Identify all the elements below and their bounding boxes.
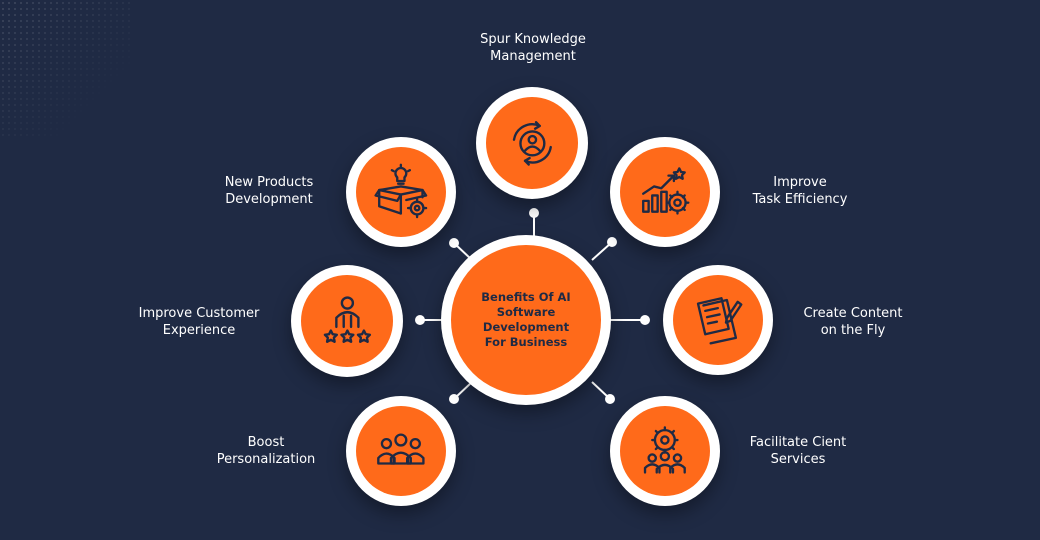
connector-dot-right: [640, 315, 650, 325]
document-pen-icon: [696, 297, 743, 345]
benefit-node-personalization: [346, 396, 456, 506]
connector-dot-top: [529, 208, 539, 218]
benefit-label-efficiency: Improve Task Efficiency: [752, 175, 848, 207]
benefit-node-knowledge: [476, 87, 588, 199]
connector-bottom-right: [591, 381, 610, 399]
benefit-label-customer: Improve Customer Experience: [138, 306, 260, 338]
benefit-node-products: [346, 137, 456, 247]
group-people-icon: [377, 433, 425, 465]
growth-chart-gear-icon: [642, 167, 690, 215]
benefit-node-efficiency: [610, 137, 720, 247]
connector-dot-bottom-right: [605, 394, 615, 404]
knowledge-cycle-icon: [512, 120, 552, 166]
connector-bottom-left: [454, 381, 473, 399]
box-lightbulb-gear-icon: [374, 163, 428, 219]
benefit-node-customer: [291, 265, 403, 377]
connector-dot-bottom-left: [449, 394, 459, 404]
benefit-label-services: Facilitate Cient Services: [749, 435, 847, 467]
center-disc: Benefits Of AI Software Development For …: [451, 245, 601, 395]
connector-dot-top-right: [607, 237, 617, 247]
benefit-label-personalization: Boost Personalization: [216, 435, 316, 467]
dot-pattern-decoration: [0, 0, 130, 140]
benefit-label-knowledge: Spur Knowledge Management: [480, 32, 586, 64]
benefit-label-content: Create Content on the Fly: [803, 306, 903, 338]
benefit-label-products: New Products Development: [224, 175, 314, 207]
team-gear-icon: [643, 426, 687, 474]
benefit-node-services: [610, 396, 720, 506]
connector-dot-top-left: [449, 238, 459, 248]
center-node: Benefits Of AI Software Development For …: [441, 235, 611, 405]
connector-top-right: [591, 242, 612, 261]
center-title: Benefits Of AI Software Development For …: [481, 290, 571, 349]
benefit-node-content: [663, 265, 773, 375]
connector-dot-left: [415, 315, 425, 325]
person-stars-icon: [323, 295, 371, 343]
